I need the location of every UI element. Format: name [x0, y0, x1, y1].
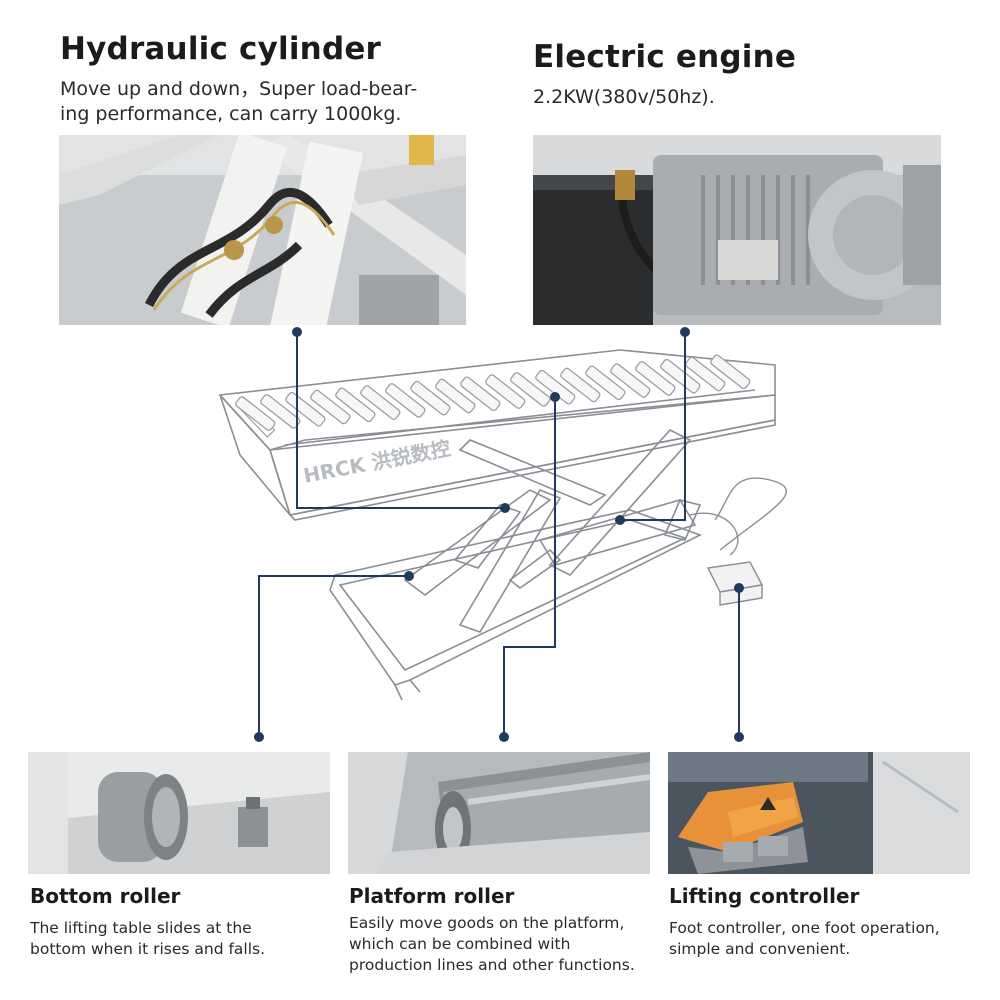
platform-roller-tube [410, 380, 451, 416]
platform-roller-title: Platform roller [349, 884, 515, 908]
platform-roller-tube [585, 365, 626, 401]
dot-controller-end [734, 732, 744, 742]
platform-roller-tube [310, 389, 351, 425]
lifting-controller-photo [668, 752, 970, 874]
dot-bottom-roller-start [404, 571, 414, 581]
platform-roller-tube [660, 358, 701, 394]
dot-hydraulic-top [292, 327, 302, 337]
platform-roller-tube [510, 372, 551, 407]
platform-roller-tube [710, 354, 751, 390]
platform-roller-desc-line1: Easily move goods on the platform, [349, 914, 625, 932]
platform-roller-photo [348, 752, 650, 874]
platform-roller-tube [285, 391, 326, 427]
platform-roller-tube [460, 376, 501, 412]
dot-engine-end [615, 515, 625, 525]
lifting-table-sketch: HRCK 洪锐数控 [218, 349, 787, 700]
platform-roller-tube [685, 356, 726, 392]
platform-roller-tube [360, 385, 401, 420]
bottom-roller-desc-line2: bottom when it rises and falls. [30, 940, 266, 958]
platform-roller-tube [610, 363, 651, 398]
hydraulic-cylinder-desc-line2: ing performance, can carry 1000kg. [60, 103, 402, 125]
platform-roller-tube [485, 374, 526, 409]
bottom-roller-title: Bottom roller [30, 884, 181, 908]
connector-bottom-roller [258, 575, 409, 737]
dot-engine-top [680, 327, 690, 337]
connector-electric-engine [620, 332, 686, 521]
dot-platform-roller-start [550, 392, 560, 402]
lifting-controller-title: Lifting controller [669, 884, 860, 908]
hydraulic-cylinder-photo [59, 135, 466, 325]
dot-bottom-roller-end [254, 732, 264, 742]
platform-roller-tube [235, 396, 276, 431]
hydraulic-cylinder-title: Hydraulic cylinder [60, 31, 382, 67]
hydraulic-cylinder-desc-line1: Move up and down，Super load-bear- [60, 78, 418, 100]
platform-roller-tube [435, 378, 476, 414]
bottom-roller-photo [28, 752, 330, 874]
platform-roller-tube [635, 361, 676, 396]
dot-controller-start [734, 583, 744, 593]
lifting-controller-desc-line2: simple and convenient. [669, 940, 851, 958]
dot-platform-roller-end [499, 732, 509, 742]
electric-engine-photo [533, 135, 941, 325]
bottom-roller-desc-line1: The lifting table slides at the [30, 919, 252, 937]
platform-roller-tube [335, 387, 376, 423]
platform-roller-tube [385, 383, 426, 418]
dot-hydraulic-end [500, 503, 510, 513]
platform-roller-tube [560, 367, 601, 403]
electric-engine-desc-line1: 2.2KW(380v/50hz). [533, 86, 715, 108]
connector-platform-roller [503, 397, 556, 737]
lifting-controller-desc-line1: Foot controller, one foot operation, [669, 919, 940, 937]
platform-roller-desc-line2: which can be combined with [349, 935, 571, 953]
electric-engine-title: Electric engine [533, 39, 797, 75]
platform-roller-tube [535, 369, 576, 405]
platform-roller-desc-line3: production lines and other functions. [349, 956, 635, 974]
connector-hydraulic-cylinder [296, 332, 505, 509]
